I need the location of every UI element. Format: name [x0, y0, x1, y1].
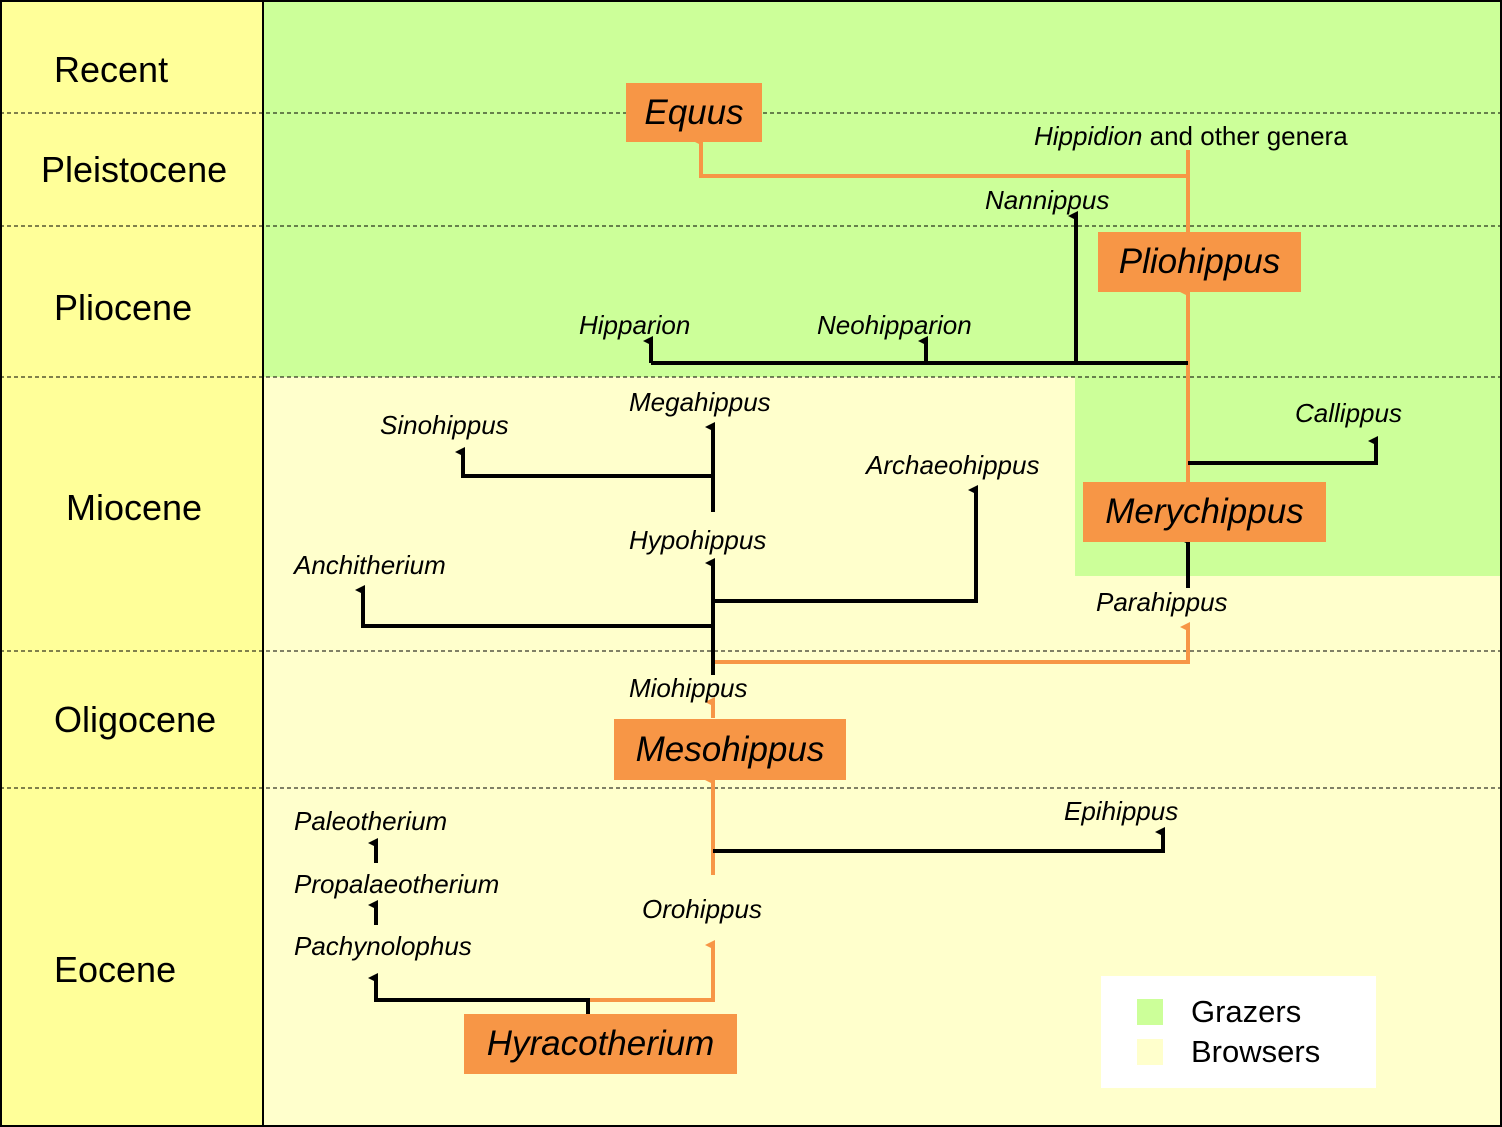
genus-hipparion: Hipparion	[579, 310, 691, 340]
grazers-region-miocene	[1075, 377, 1502, 576]
epoch-pliocene: Pliocene	[54, 287, 193, 328]
genus-box-hyracotherium: Hyracotherium	[464, 1014, 737, 1074]
genus-nannippus: Nannippus	[985, 185, 1110, 215]
genus-box-merychippus: Merychippus	[1083, 482, 1326, 542]
genus-hippidion-suffix: and other genera	[1142, 121, 1348, 151]
genus-miohippus: Miohippus	[629, 673, 748, 703]
genus-box-mesohippus: Mesohippus	[614, 719, 846, 780]
epoch-eocene: Eocene	[54, 949, 177, 990]
genus-orohippus: Orohippus	[642, 894, 762, 924]
to-sinohippus	[455, 447, 713, 478]
hyracotherium-to-pachynolophus	[368, 973, 590, 1015]
side-branches	[355, 211, 1378, 1015]
to-callippus	[1188, 436, 1378, 465]
genus-hippidion-name: Hippidion	[1034, 121, 1143, 151]
miohippus-to-parahippus	[713, 622, 1190, 664]
genus-hypohippus: Hypohippus	[629, 525, 767, 555]
to-anchitherium	[355, 585, 713, 628]
grazers-region-upper	[263, 0, 1502, 377]
legend-swatch-grazers	[1137, 999, 1163, 1025]
hyracotherium-to-orohippus	[588, 940, 715, 1002]
legend-item-grazers: Grazers	[1137, 994, 1301, 1030]
epoch-oligocene: Oligocene	[54, 699, 217, 740]
epoch-miocene: Miocene	[66, 487, 203, 528]
to-epihippus	[713, 827, 1165, 853]
legend: Grazers Browsers	[1101, 976, 1376, 1088]
genus-callippus: Callippus	[1295, 398, 1402, 428]
legend-label-grazers: Grazers	[1191, 994, 1302, 1029]
genus-box-pliohippus: Pliohippus	[1098, 232, 1301, 292]
to-archaeohippus	[713, 485, 978, 603]
genus-parahippus: Parahippus	[1096, 587, 1228, 617]
epoch-pleistocene: Pleistocene	[41, 149, 228, 190]
genus-epihippus: Epihippus	[1064, 796, 1179, 826]
genus-sinohippus: Sinohippus	[380, 410, 509, 440]
epoch-recent: Recent	[54, 49, 169, 90]
legend-label-browsers: Browsers	[1191, 1034, 1321, 1069]
legend-item-browsers: Browsers	[1137, 1034, 1320, 1070]
genus-box-equus: Equus	[626, 83, 762, 142]
genus-neohipparion: Neohipparion	[817, 310, 972, 340]
genus-anchitherium: Anchitherium	[294, 550, 446, 580]
genus-archaeohippus: Archaeohippus	[866, 450, 1040, 480]
legend-swatch-browsers	[1137, 1039, 1163, 1065]
genus-megahippus: Megahippus	[629, 387, 771, 417]
genus-propalaeotherium: Propalaeotherium	[294, 869, 500, 899]
pliohippus-to-equus	[693, 136, 1188, 178]
genus-hippidion: Hippidion and other genera	[1034, 121, 1348, 152]
main-lineage	[588, 136, 1190, 1002]
genus-pachynolophus: Pachynolophus	[294, 931, 472, 961]
epoch-column-background	[0, 0, 263, 1127]
genus-paleotherium: Paleotherium	[294, 806, 448, 836]
